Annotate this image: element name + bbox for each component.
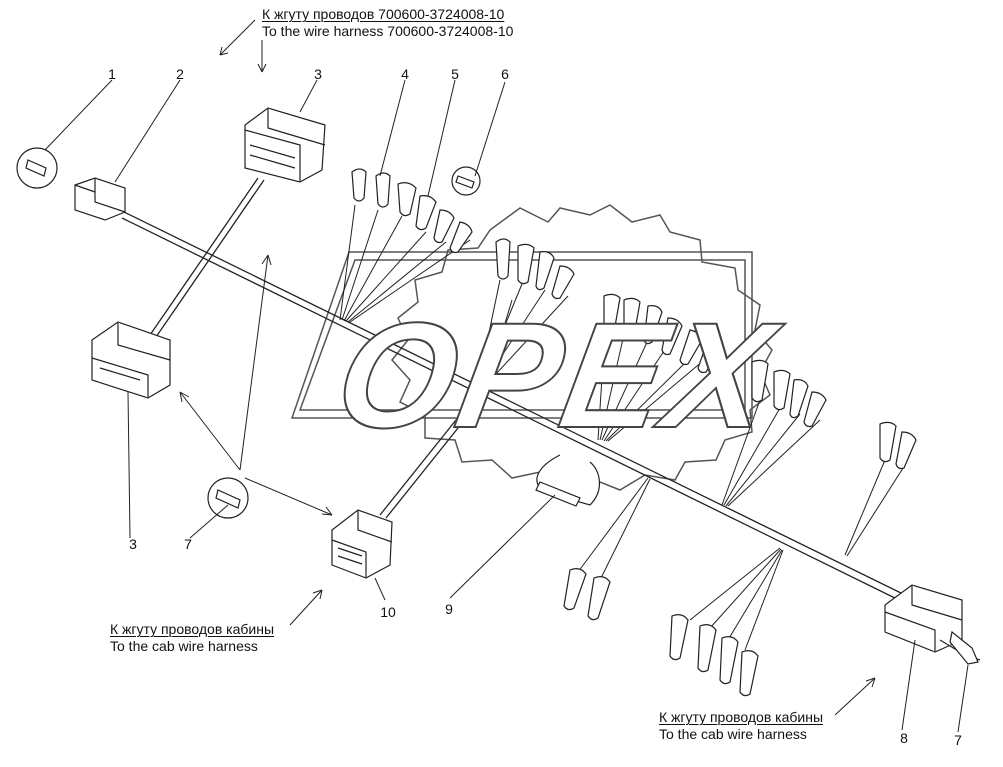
- caption-cab-right-en: To the cab wire harness: [659, 726, 807, 742]
- caption-top-en: To the wire harness 700600-3724008-10: [262, 23, 514, 39]
- terminal-7-left: [207, 477, 249, 519]
- callout-1: 1: [108, 66, 116, 82]
- wire-fan-right-center: [597, 329, 711, 442]
- watermark-logo: OPEX: [324, 290, 788, 460]
- sleeve-9: [535, 454, 600, 507]
- arrows: [179, 19, 876, 716]
- callout-10: 10: [380, 604, 396, 620]
- connector-3-top: [244, 107, 326, 183]
- terminal-6: [451, 166, 481, 196]
- caption-cab-left-ru: К жгуту проводов кабины: [110, 621, 275, 637]
- callout-7-left: 7: [184, 536, 192, 552]
- connector-3-bottom: [91, 321, 171, 399]
- callout-6: 6: [501, 66, 509, 82]
- callout-9: 9: [445, 601, 453, 617]
- callout-7-right: 7: [954, 732, 962, 748]
- callout-3-top: 3: [314, 66, 322, 82]
- lugs-right-upper: [751, 359, 917, 470]
- callout-5: 5: [451, 66, 459, 82]
- main-harness: [119, 177, 906, 603]
- connector-2: [74, 177, 126, 221]
- caption-cab-left: К жгуту проводов кабины To the cab wire …: [110, 621, 274, 655]
- callout-4: 4: [401, 66, 409, 82]
- terminal-7-right: [949, 630, 979, 665]
- leader-lines: [44, 79, 969, 733]
- wire-fan-center: [477, 279, 569, 388]
- caption-cab-left-en: To the cab wire harness: [110, 638, 258, 654]
- watermark-gear: [290, 204, 773, 491]
- callout-3-bottom: 3: [129, 536, 137, 552]
- wire-fan-4-5: [339, 204, 471, 323]
- caption-cab-right: К жгуту проводов кабины To the cab wire …: [659, 709, 823, 743]
- caption-top: К жгуту проводов 700600-3724008-10 To th…: [262, 6, 513, 40]
- terminal-1: [16, 147, 58, 189]
- callout-2: 2: [176, 66, 184, 82]
- caption-cab-right-ru: К жгуту проводов кабины: [659, 709, 824, 725]
- lugs-center: [495, 238, 575, 300]
- connector-10: [331, 509, 393, 579]
- wire-fan-lower: [577, 477, 784, 651]
- lugs-lower: [563, 568, 759, 697]
- lugs-4-5: [351, 168, 473, 254]
- caption-top-ru: К жгуту проводов 700600-3724008-10: [262, 6, 505, 22]
- lugs-right-center: [603, 293, 721, 374]
- callout-8: 8: [900, 730, 908, 746]
- wire-fan-right-upper: [721, 399, 906, 557]
